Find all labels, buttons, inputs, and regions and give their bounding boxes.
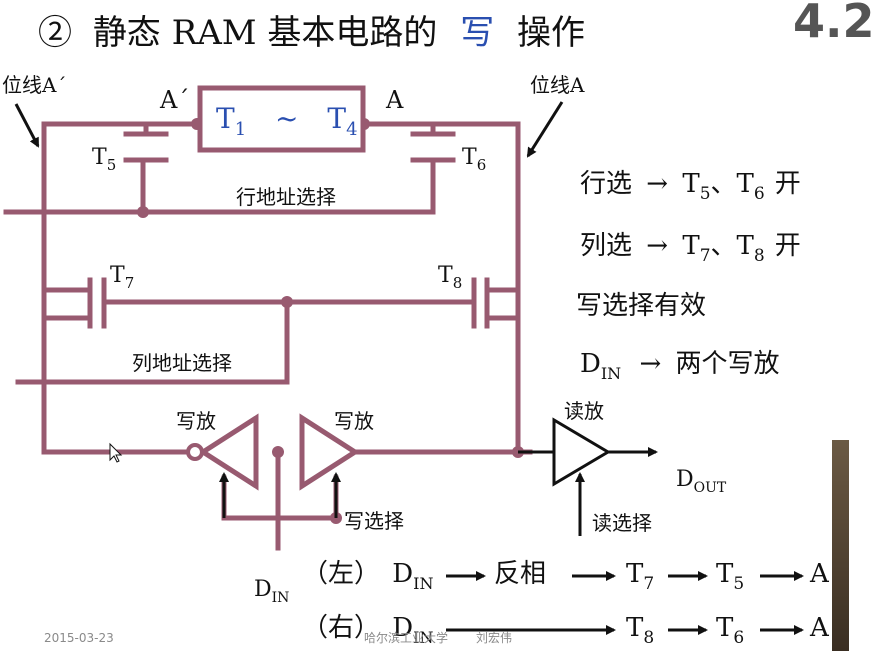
footer-author: 刘宏伟 bbox=[476, 630, 512, 645]
transistor-t7 bbox=[87, 277, 107, 329]
svg-text:② 静态 RAM 基本电路的 写: ② 静态 RAM 基本电路的 写 操作 bbox=[38, 13, 585, 53]
cell-t4-sub: 4 bbox=[346, 119, 357, 140]
title-text: 静态 RAM 基本电路的 bbox=[93, 13, 438, 53]
node-a-label: A bbox=[385, 86, 404, 114]
section-number: 4.2 bbox=[793, 0, 875, 48]
slide-title: ② 静态 RAM 基本电路的 写 操作 bbox=[38, 13, 585, 53]
svg-text:T1 ~ T4: T1 ~ T4 bbox=[216, 102, 358, 142]
din-label: DIN bbox=[254, 577, 289, 606]
write-amp-right bbox=[299, 413, 360, 491]
write-amp-left-label: 写放 bbox=[176, 409, 216, 433]
cell-t1-sub: 1 bbox=[235, 119, 246, 140]
path-right: （右） DIN T8 T6 A bbox=[302, 613, 830, 648]
cell-tilde: ~ bbox=[275, 102, 298, 135]
transistor-t8 bbox=[471, 277, 490, 329]
mouse-cursor-icon bbox=[109, 442, 123, 463]
t7-label: T7 bbox=[110, 263, 134, 292]
t5-label: T5 bbox=[92, 145, 116, 174]
col-select-label: 列地址选择 bbox=[132, 351, 232, 375]
presenter-video-strip bbox=[832, 440, 849, 651]
node-a-prime-label: A´ bbox=[159, 86, 189, 114]
svg-text:A: A bbox=[809, 613, 830, 643]
read-amp-label: 读放 bbox=[564, 399, 604, 423]
write-amp-left bbox=[186, 413, 259, 491]
bitline-left-label: 位线A´ bbox=[2, 73, 66, 97]
write-amp-right-label: 写放 bbox=[334, 409, 374, 433]
footer-school: 哈尔滨工业大学 bbox=[364, 630, 448, 645]
row-select-label: 行地址选择 bbox=[236, 185, 336, 209]
memory-cell-box: T1 ~ T4 bbox=[197, 85, 366, 153]
bitline-right-label: 位线A bbox=[530, 73, 585, 97]
annotation-arrows bbox=[14, 101, 585, 536]
title-highlight: 写 bbox=[460, 13, 494, 53]
svg-text:（左） DIN: （左） DIN bbox=[302, 559, 433, 593]
circuit-slide: ② 静态 RAM 基本电路的 写 操作 bbox=[2, 13, 830, 648]
t6-label: T6 bbox=[462, 145, 486, 174]
transistor-t5 bbox=[123, 121, 169, 163]
svg-text:列选 → T7、T8开: 列选 → T7、T8开 bbox=[580, 231, 801, 266]
path-left: （左） DIN 反相 T7 T5 A bbox=[302, 559, 830, 594]
read-amp bbox=[518, 417, 658, 487]
svg-text:T7: T7 bbox=[626, 559, 654, 594]
transistor-t6 bbox=[410, 131, 456, 163]
footer-date: 2015-03-23 bbox=[44, 631, 114, 645]
svg-text:T8: T8 bbox=[626, 613, 654, 648]
cell-t4: T bbox=[327, 102, 346, 135]
read-select-label: 读选择 bbox=[592, 511, 652, 535]
circuit-wires bbox=[3, 121, 533, 551]
svg-text:反相: 反相 bbox=[494, 559, 546, 589]
cell-t1: T bbox=[216, 102, 235, 135]
title-number: ② bbox=[38, 13, 72, 53]
svg-text:T6: T6 bbox=[716, 613, 744, 648]
svg-text:DIN → 两个写放: DIN → 两个写放 bbox=[580, 349, 780, 386]
note-write-valid: 写选择有效 bbox=[576, 291, 706, 321]
dout-label: DOUT bbox=[676, 467, 727, 496]
svg-text:T5: T5 bbox=[716, 559, 744, 594]
t8-label: T8 bbox=[438, 263, 462, 292]
svg-text:（右） DIN: （右） DIN bbox=[302, 613, 433, 647]
title-text-post: 操作 bbox=[517, 13, 585, 53]
write-select-label: 写选择 bbox=[344, 509, 404, 533]
note-din: DIN → 两个写放 bbox=[580, 349, 780, 386]
svg-text:A: A bbox=[809, 559, 830, 589]
svg-text:行选 → T5、T6开: 行选 → T5、T6开 bbox=[580, 169, 801, 204]
